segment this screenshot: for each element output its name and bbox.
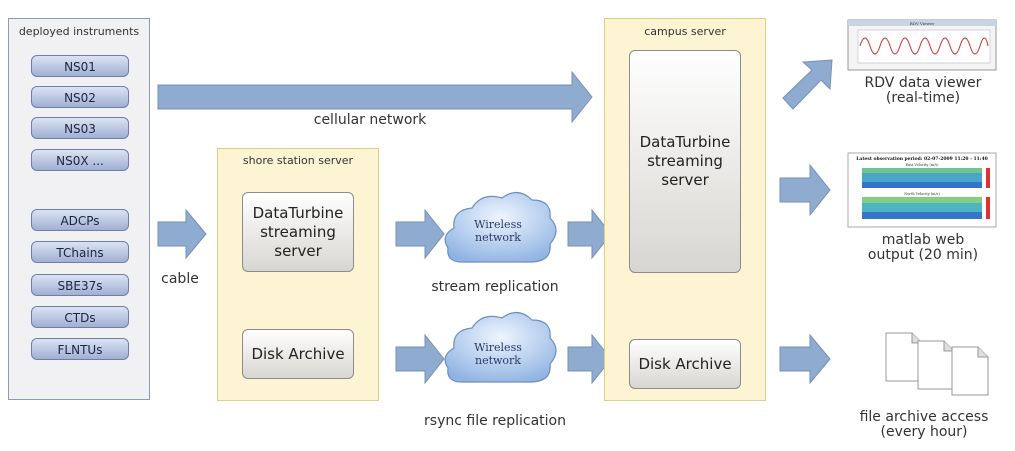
instrument-tchains[interactable]: TChains xyxy=(31,241,129,263)
stream-arrow-to-cloud xyxy=(395,208,445,260)
matlab-thumb-title: Latest observation period: 02-07-2009 11… xyxy=(856,156,987,162)
matlab-output-thumbnail: Latest observation period: 02-07-2009 11… xyxy=(847,152,997,228)
deployed-instruments-title: deployed instruments xyxy=(18,25,140,38)
campus-server-panel: campus server DataTurbine streaming serv… xyxy=(604,18,766,401)
rsync-replication-label: rsync file replication xyxy=(424,413,566,429)
rdv-thumb-title: RDV Viewer xyxy=(910,21,935,26)
instrument-ns01[interactable]: NS01 xyxy=(31,55,129,77)
file-output-arrow xyxy=(779,333,831,385)
cable-arrow xyxy=(157,208,207,260)
instrument-flntus[interactable]: FLNTUs xyxy=(31,338,129,360)
cellular-network-arrow xyxy=(157,70,593,124)
cable-label: cable xyxy=(161,271,199,287)
deployed-instruments-panel: deployed instruments NS01 NS02 NS03 NS0X… xyxy=(8,18,150,400)
file-icon-2 xyxy=(917,340,955,390)
stream-arrow-to-campus xyxy=(567,208,612,260)
rsync-arrow-to-cloud xyxy=(395,333,445,385)
matlab-plot2-label: North Velocity (m/s) xyxy=(904,192,940,196)
shore-streaming-server[interactable]: DataTurbine streaming server xyxy=(242,192,354,272)
instrument-adcps[interactable]: ADCPs xyxy=(31,209,129,231)
shore-station-panel: shore station server DataTurbine streami… xyxy=(217,148,379,401)
matlab-output-label: matlab web output (20 min) xyxy=(867,232,979,263)
file-icon-1 xyxy=(885,332,923,382)
shore-disk-archive[interactable]: Disk Archive xyxy=(242,329,354,379)
rsync-arrow-to-campus xyxy=(567,333,612,385)
instrument-ctds[interactable]: CTDs xyxy=(31,306,129,328)
cellular-network-label: cellular network xyxy=(313,112,427,128)
cloud-rsync-line1: Wireless xyxy=(474,341,522,354)
campus-server-title: campus server xyxy=(644,25,726,38)
rdv-viewer-thumbnail: RDV Viewer xyxy=(847,19,997,71)
rdv-output-arrow xyxy=(782,59,833,110)
file-icon-3 xyxy=(951,346,989,396)
instrument-ns0x[interactable]: NS0X ... xyxy=(31,149,129,171)
instrument-sbe37s[interactable]: SBE37s xyxy=(31,274,129,296)
matlab-output-arrow xyxy=(779,163,831,217)
stream-replication-label: stream replication xyxy=(431,279,559,295)
rdv-sine-wave xyxy=(859,37,989,55)
cloud-icon-rsync: Wireless network xyxy=(444,311,557,383)
cloud-icon-stream: Wireless network xyxy=(444,191,557,263)
cloud-stream-line2: network xyxy=(475,231,521,244)
cloud-rsync-line2: network xyxy=(475,354,521,367)
instrument-ns02[interactable]: NS02 xyxy=(31,86,129,108)
campus-disk-archive[interactable]: Disk Archive xyxy=(629,339,741,389)
shore-station-title: shore station server xyxy=(242,154,354,167)
file-archive-label: file archive access (every hour) xyxy=(859,409,989,440)
file-archive-icons xyxy=(885,332,989,396)
cloud-stream-line1: Wireless xyxy=(474,218,522,231)
instrument-ns03[interactable]: NS03 xyxy=(31,117,129,139)
rdv-viewer-label: RDV data viewer (real-time) xyxy=(864,75,982,106)
matlab-plot1-label: East Velocity (m/s) xyxy=(905,163,939,167)
campus-streaming-server[interactable]: DataTurbine streaming server xyxy=(629,50,741,273)
